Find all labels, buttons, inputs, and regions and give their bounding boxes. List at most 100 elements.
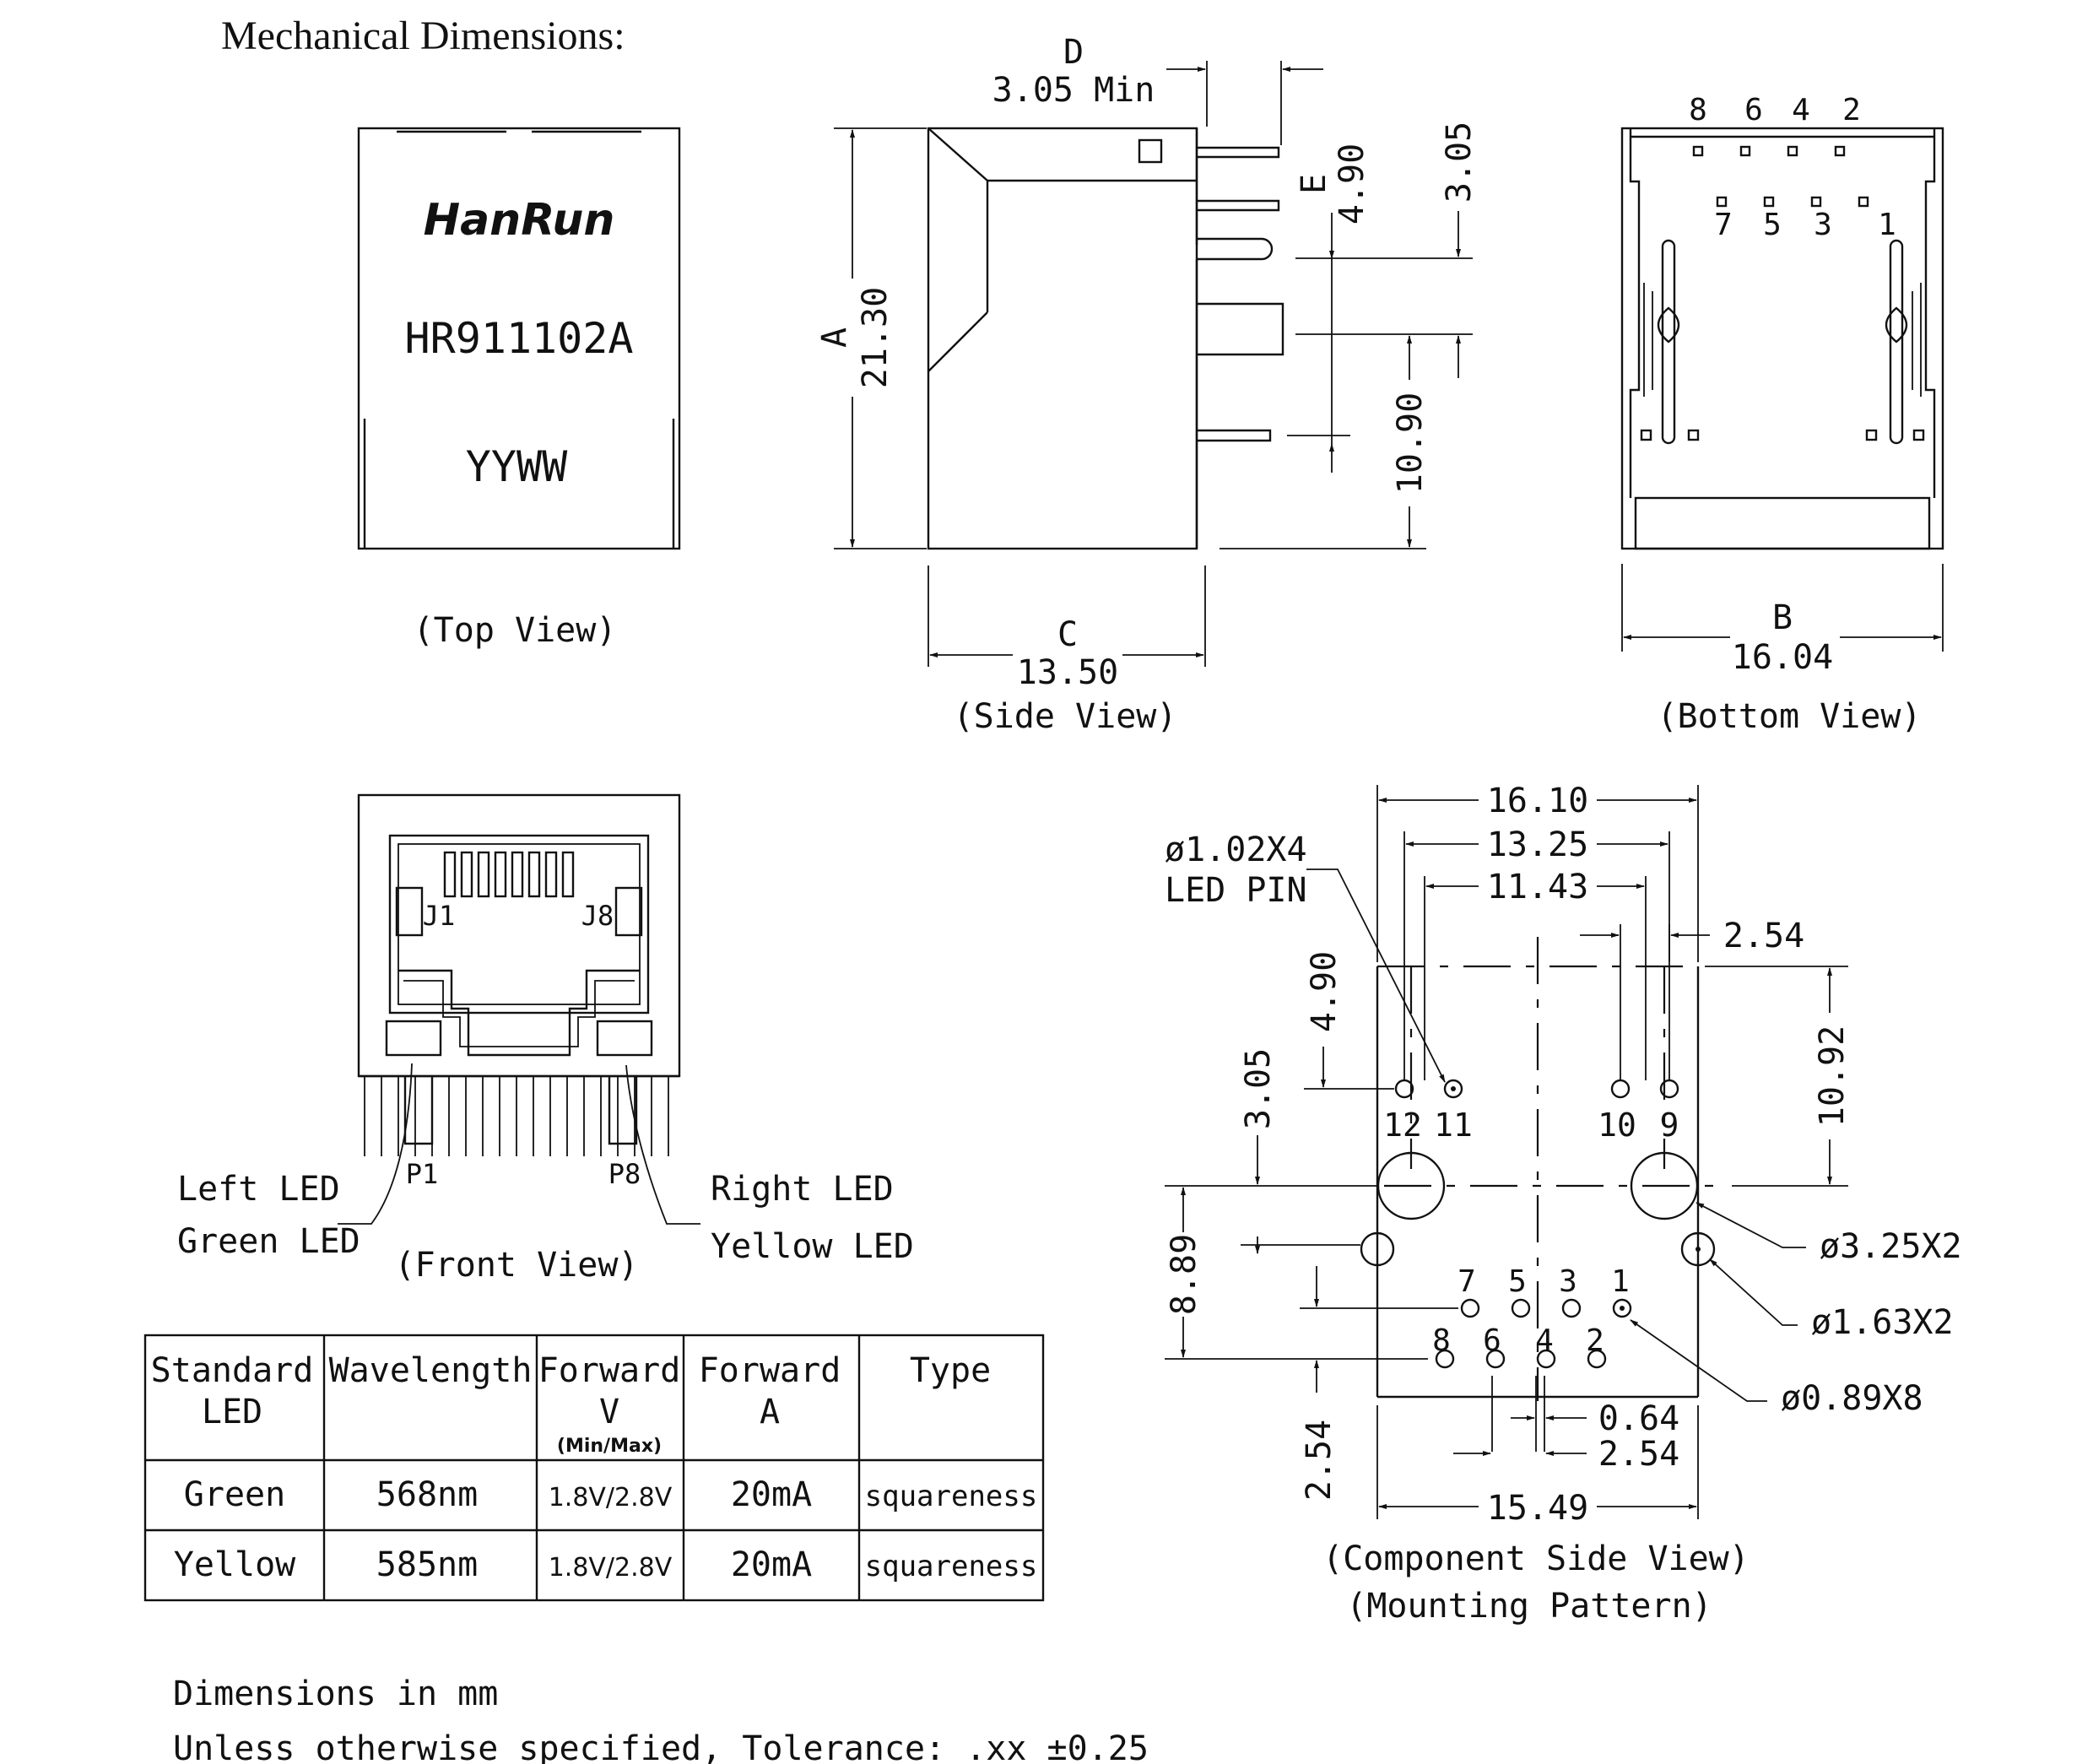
dim-b-value: 16.04 (1732, 638, 1833, 677)
table-cell-r1-current: 20mA (731, 1545, 812, 1584)
signal-hole-upper-2 (1561, 1298, 1582, 1318)
table-cell-r0-voltage: 1.8V/2.8V (549, 1483, 673, 1512)
bv-pin-pad-bottom-0 (1716, 196, 1728, 208)
signal-hole-pin1-mark (1620, 1306, 1625, 1311)
tolerance-note: Unless otherwise specified, Tolerance: .… (173, 1729, 1149, 1764)
signal-hole-lower-2 (1536, 1349, 1556, 1369)
side-view-caption: (Side View) (954, 697, 1177, 736)
table-cell-r1-led: Yellow (174, 1545, 296, 1584)
dim-2-54-left: 2.54 (1300, 1420, 1339, 1501)
dim-4-90: 4.90 (1305, 951, 1344, 1032)
led-table: Standard LED Wavelength Forward V (Min/M… (143, 1334, 1045, 1602)
bottom-view-caption: (Bottom View) (1657, 697, 1921, 736)
table-header-forward-v: Forward (538, 1351, 681, 1390)
bv-pin-4: 4 (1792, 93, 1810, 127)
signal-hole-upper-3 (1612, 1298, 1632, 1318)
dim-d-value: 3.05 Min (992, 71, 1155, 110)
front-contact-6 (527, 851, 541, 898)
side-view: A 21.30 C 13.50 (Side View) D 3.05 Min E… (815, 33, 1479, 736)
table-cell-r1-wavelength: 585nm (376, 1545, 478, 1584)
front-j1: J1 (423, 900, 456, 932)
bv-pin-3: 3 (1814, 208, 1832, 242)
mounting-caption-line1: (Component Side View) (1322, 1539, 1750, 1578)
front-p1: P1 (406, 1158, 439, 1190)
mp-pin-label-8: 8 (1432, 1323, 1451, 1358)
table-cell-r0-led: Green (184, 1475, 285, 1514)
mp-pin-label-3: 3 (1559, 1264, 1577, 1299)
left-led-window (385, 1020, 442, 1057)
dim-a-letter: A (815, 327, 854, 348)
left-led-label: Left LED (177, 1170, 340, 1209)
table-header-forward-a: Forward (699, 1351, 841, 1390)
mp-pin-label-7: 7 (1458, 1264, 1476, 1299)
table-header-v: V (599, 1393, 619, 1431)
hole-large-note: ø3.25X2 (1820, 1227, 1962, 1266)
table-header-a: A (760, 1393, 780, 1431)
front-contact-2 (460, 851, 473, 898)
right-led-color: Yellow LED (711, 1227, 914, 1266)
units-note: Dimensions in mm (173, 1675, 498, 1713)
bv-pin-5: 5 (1763, 208, 1782, 242)
dim-d-letter: D (1063, 33, 1084, 72)
front-contact-1 (443, 851, 457, 898)
left-led-color: Green LED (177, 1222, 360, 1261)
bv-pin-7: 7 (1714, 208, 1733, 242)
dim-pin-height: 10.90 (1391, 392, 1430, 494)
mounting-pattern: 12 11 10 9 7 5 3 1 8 6 4 2 16.10 13.25 1… (1165, 782, 1962, 1626)
table-header-minmax: (Min/Max) (557, 1436, 662, 1457)
table-cell-r0-current: 20mA (731, 1475, 812, 1514)
dim-c-letter: C (1057, 615, 1078, 654)
mp-pin-label-4: 4 (1535, 1323, 1554, 1358)
top-view-body (357, 127, 681, 550)
top-view: HanRun HR911102A YYWW (Top View) (357, 127, 681, 650)
mp-pin-label-2: 2 (1586, 1323, 1604, 1358)
front-p8: P8 (608, 1158, 641, 1190)
date-code: YYWW (466, 442, 568, 491)
bv-pin-pad-bottom-2 (1810, 196, 1822, 208)
dim-pin-pitch: 3.05 (1440, 122, 1479, 203)
table-header-led: LED (202, 1393, 262, 1431)
table-cell-r0-wavelength: 568nm (376, 1475, 478, 1514)
hole-medium-note: ø1.63X2 (1811, 1303, 1954, 1342)
dim-0-64: 0.64 (1598, 1399, 1679, 1438)
dim-2-54-top: 2.54 (1723, 917, 1804, 955)
front-contact-7 (544, 851, 558, 898)
dim-16-10: 16.10 (1487, 782, 1588, 820)
mp-led-label-9: 9 (1660, 1107, 1679, 1144)
hole-medium-left (1360, 1231, 1395, 1267)
dim-13-25: 13.25 (1487, 825, 1588, 864)
front-leg-outline-right (608, 1076, 638, 1145)
bottom-view-body (1620, 127, 1944, 550)
signal-hole-upper-1 (1511, 1298, 1531, 1318)
dim-3-05: 3.05 (1239, 1048, 1278, 1129)
table-header-standard: Standard (151, 1351, 314, 1390)
front-view-caption: (Front View) (395, 1246, 639, 1285)
bv-pin-2: 2 (1842, 93, 1861, 127)
mp-pin-label-6: 6 (1483, 1323, 1501, 1358)
mounting-caption-line2: (Mounting Pattern) (1346, 1587, 1712, 1626)
signal-hole-upper-0 (1460, 1298, 1480, 1318)
table-header-wavelength: Wavelength (329, 1351, 533, 1390)
bv-pin-1: 1 (1878, 208, 1896, 242)
top-view-caption: (Top View) (414, 611, 617, 650)
led-pin-note-line1: ø1.02X4 (1165, 831, 1307, 869)
table-cell-r0-type: squareness (865, 1480, 1038, 1513)
mp-led-label-11: 11 (1434, 1107, 1473, 1144)
brand-logo: HanRun (424, 195, 615, 246)
front-view: J1 J8 P1 P8 Left LED Green LED Right LED… (177, 793, 914, 1285)
dim-11-43: 11.43 (1487, 868, 1588, 906)
front-leg-outline-left (403, 1076, 434, 1145)
signal-hole-lower-1 (1485, 1349, 1506, 1369)
front-j8: J8 (581, 900, 614, 932)
dim-2-54-bottom: 2.54 (1598, 1435, 1679, 1474)
led-pin-10 (1610, 1079, 1631, 1099)
bv-pin-pad-top-0 (1692, 145, 1704, 157)
page-title: Mechanical Dimensions: (221, 14, 625, 58)
part-number: HR911102A (405, 314, 634, 363)
table-cell-r1-voltage: 1.8V/2.8V (549, 1553, 673, 1583)
side-view-body (927, 127, 1198, 550)
hole-large-right (1630, 1151, 1699, 1220)
mp-led-label-12: 12 (1383, 1107, 1422, 1144)
dim-c-value: 13.50 (1017, 653, 1118, 692)
